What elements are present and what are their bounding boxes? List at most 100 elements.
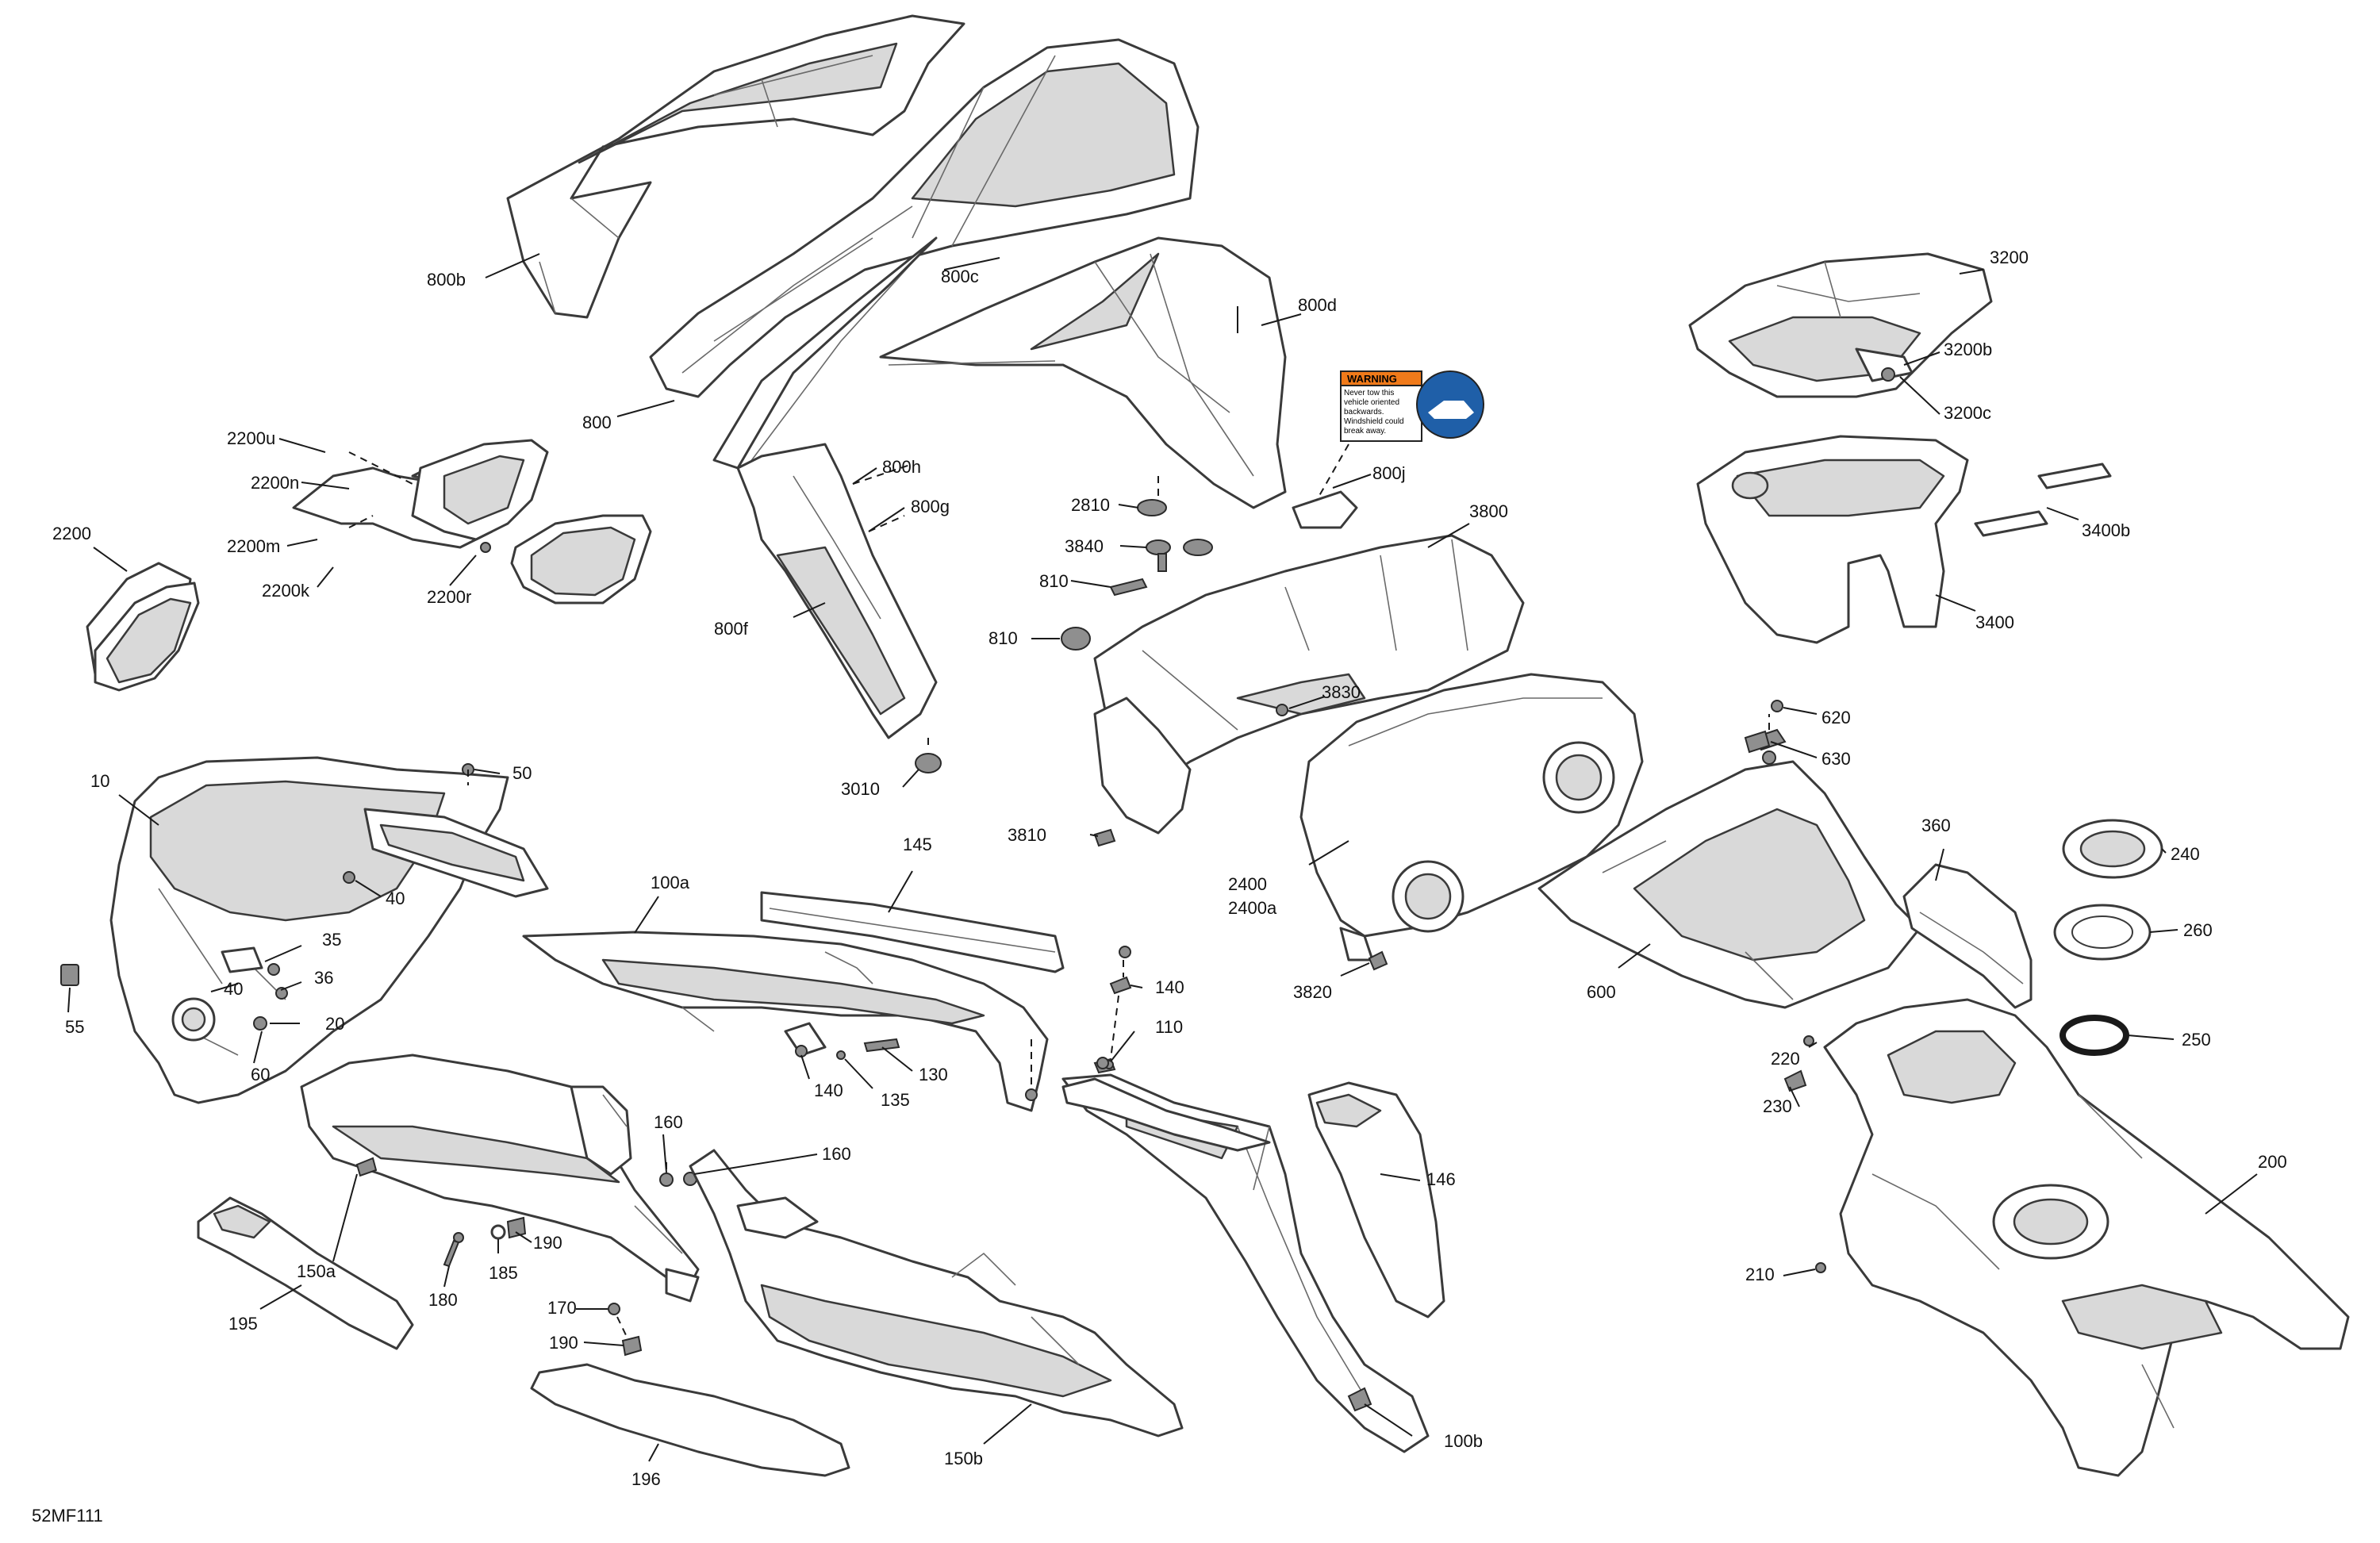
callout-135: 135: [881, 1090, 910, 1110]
part-800-windshield: [649, 38, 1200, 470]
callout-40-lower: 40: [224, 979, 243, 999]
part-146-side-block: [1307, 1081, 1445, 1318]
callout-196: 196: [631, 1469, 661, 1489]
callout-810-upper: 810: [1039, 571, 1069, 591]
callout-145: 145: [903, 835, 932, 854]
part-360-cover: [1902, 863, 2033, 1009]
diagram-reference-code: 52MF111: [32, 1506, 103, 1526]
callout-3200c: 3200c: [1944, 403, 1991, 423]
leader-lines: [67, 253, 2258, 1462]
callout-labels: 800b 800c 800 800d 800h 800g 800f 800j 3…: [52, 248, 2287, 1489]
callout-40-upper: 40: [386, 889, 405, 908]
callout-230: 230: [1763, 1096, 1792, 1116]
part-800j-decal: [1292, 443, 1358, 529]
warning-line-2: vehicle oriented: [1344, 398, 1399, 407]
callout-800: 800: [582, 413, 612, 432]
callout-360: 360: [1921, 816, 1951, 835]
part-100a-upper-side-panel: [522, 931, 1049, 1112]
part-3200-storage-lid: [1688, 252, 1993, 398]
callout-20: 20: [325, 1014, 344, 1034]
callout-620: 620: [1821, 708, 1851, 727]
callout-800g: 800g: [911, 497, 950, 516]
callout-3400: 3400: [1975, 612, 2014, 632]
callout-160-right: 160: [822, 1144, 851, 1164]
part-200-rear-chassis: [1783, 998, 2350, 1477]
part-10-front-nose: [60, 756, 549, 1104]
part-800f-side-trim: [736, 443, 938, 739]
part-150a-side-panel: [300, 1054, 700, 1303]
warning-line-1: Never tow this: [1344, 389, 1394, 397]
callout-10: 10: [90, 771, 109, 791]
callout-3810: 3810: [1008, 825, 1046, 845]
callout-190-upper: 190: [533, 1233, 562, 1253]
callout-100a: 100a: [651, 873, 690, 892]
callout-3820: 3820: [1293, 982, 1332, 1002]
fasteners-3830-3810-3820: [1093, 704, 1388, 971]
part-196-lower-plate: [530, 1363, 850, 1477]
callout-110: 110: [1155, 1017, 1183, 1037]
callout-3200b: 3200b: [1944, 340, 1992, 359]
callout-180: 180: [428, 1290, 458, 1310]
callout-130: 130: [919, 1065, 948, 1084]
callout-150b: 150b: [944, 1449, 983, 1468]
callout-220: 220: [1771, 1049, 1800, 1069]
callout-50: 50: [512, 763, 532, 783]
callout-810-lower: 810: [988, 628, 1018, 648]
parts-2810-3840-810: [1061, 476, 1213, 651]
part-3800-support-bracket: [1093, 534, 1525, 835]
callout-2200k: 2200k: [262, 581, 310, 601]
callout-3800: 3800: [1469, 501, 1508, 521]
callout-3200: 3200: [1990, 248, 2029, 267]
callout-200: 200: [2258, 1152, 2287, 1172]
part-195-side-plate: [197, 1196, 414, 1350]
callout-2200: 2200: [52, 524, 91, 543]
callout-800b: 800b: [427, 270, 466, 290]
callout-800d: 800d: [1298, 295, 1337, 315]
callout-2200m: 2200m: [227, 536, 280, 556]
part-150b-lower-side-panel: [689, 1149, 1184, 1437]
warning-line-4: Windshield could: [1344, 417, 1404, 426]
callout-2200r: 2200r: [427, 587, 471, 607]
callout-35: 35: [322, 930, 341, 950]
callout-600: 600: [1587, 982, 1616, 1002]
callout-2200u: 2200u: [227, 428, 275, 448]
part-800d-side-panel: [879, 236, 1287, 509]
callout-240: 240: [2171, 844, 2200, 864]
part-3010-grommet: [915, 738, 942, 773]
warning-line-5: break away.: [1344, 427, 1386, 436]
part-145-trim-strip: [760, 891, 1065, 973]
callout-260: 260: [2183, 920, 2213, 940]
callout-36: 36: [314, 968, 333, 988]
callout-800j: 800j: [1372, 463, 1406, 483]
parts-240-260-250-rings: [2053, 819, 2163, 1056]
callout-185: 185: [489, 1263, 518, 1283]
callout-140-left: 140: [814, 1080, 843, 1100]
callout-3400b: 3400b: [2082, 520, 2130, 540]
callout-140-right: 140: [1155, 977, 1184, 997]
callout-800c: 800c: [941, 267, 979, 286]
fasteners-620-630: [1744, 700, 1783, 754]
callout-195: 195: [228, 1314, 258, 1334]
part-3400-storage-bin: [1696, 435, 2112, 644]
callout-2810: 2810: [1071, 495, 1110, 515]
callout-146: 146: [1426, 1169, 1456, 1189]
part-600-inner-panel: [1537, 714, 1921, 1009]
callout-250: 250: [2182, 1030, 2211, 1050]
callout-3830: 3830: [1322, 682, 1361, 702]
part-2400-headlight-assembly: [1299, 673, 1644, 961]
parts-140-clips: [1093, 946, 1132, 1074]
callout-3010: 3010: [841, 779, 880, 799]
part-800b-upper-fairing: [506, 14, 965, 319]
callout-3840: 3840: [1065, 536, 1104, 556]
callout-630: 630: [1821, 749, 1851, 769]
callout-800f: 800f: [714, 619, 749, 639]
callout-100b: 100b: [1444, 1431, 1483, 1451]
callout-60: 60: [251, 1065, 270, 1084]
callout-55: 55: [65, 1017, 84, 1037]
callout-170: 170: [547, 1298, 577, 1318]
callout-160-left: 160: [654, 1112, 683, 1132]
callout-210: 210: [1745, 1265, 1775, 1284]
callout-150a: 150a: [297, 1261, 336, 1281]
callout-2400: 2400: [1228, 874, 1267, 894]
